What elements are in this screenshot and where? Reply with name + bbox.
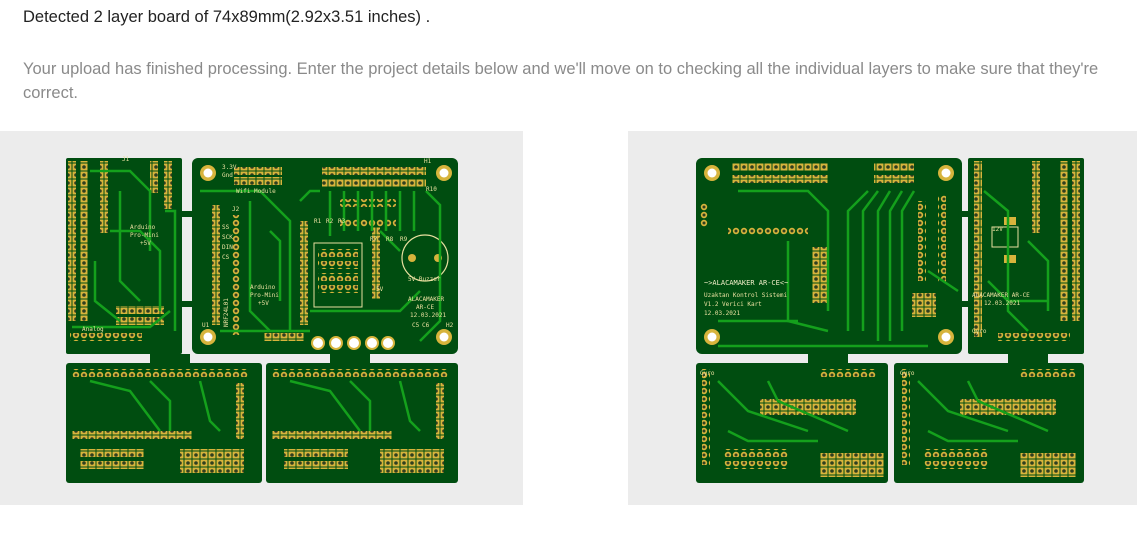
silk-h2: H2 — [446, 322, 454, 329]
silk-bottom-line2: V1.2 Verici Kart — [704, 301, 762, 308]
bottom-layer-board-image: ~>ALACAMAKER AR-CE<~ Uzaktan Kontrol Sis… — [696, 158, 1084, 483]
instructions-text: Your upload has finished processing. Ent… — [23, 60, 1099, 102]
silk-model: AR-CE — [416, 304, 434, 311]
silk-bottom-brand-small: ALACAMAKER AR-CE — [972, 292, 1030, 299]
silk-bottom-date: 12.03.2021 — [704, 310, 741, 317]
bottom-layer-preview: ~>ALACAMAKER AR-CE<~ Uzaktan Kontrol Sis… — [628, 131, 1137, 505]
board-section-left-top — [66, 158, 182, 354]
silk-brand: ALACAMAKER — [408, 296, 445, 303]
detected-board-text: Detected 2 layer board of 74x89mm(2.92x3… — [23, 8, 431, 26]
bottom-board-right — [968, 158, 1084, 354]
silk-c6: C6 — [422, 322, 430, 329]
silk-c5: C5 — [412, 322, 420, 329]
silk-5v-1: +5V — [140, 240, 151, 247]
silk-sck: SCK — [222, 234, 233, 241]
silk-5v-2: +5V — [258, 300, 269, 307]
silk-r9: R9 — [400, 236, 408, 243]
silk-bottom-gyro-3: Gyro — [900, 370, 915, 377]
silk-date: 12.03.2021 — [410, 312, 447, 319]
silk-h1: H1 — [424, 158, 432, 165]
silk-5v: 5V — [376, 286, 384, 293]
silk-r3: R3 — [338, 218, 346, 225]
top-layer-preview: Arduino Pro-Mini +5V Arduino Pro-Mini +5… — [0, 131, 523, 505]
silk-r1: R1 — [314, 218, 322, 225]
silk-bottom-line1: Uzaktan Kontrol Sistemi — [704, 292, 787, 299]
mounting-hole-icon — [200, 165, 452, 345]
silk-pro-mini-1: Pro-Mini — [130, 232, 159, 239]
silk-33v: 3.3V — [222, 164, 237, 171]
silk-nrf: NRF24L01 — [223, 298, 230, 327]
silk-bottom-brand: ~>ALACAMAKER AR-CE<~ — [704, 279, 788, 287]
silk-bottom-12v: 12V — [992, 226, 1003, 233]
silk-arduino-2: Arduino — [250, 284, 276, 291]
silk-bottom-gyro-2: Gyro — [700, 370, 715, 377]
silk-analog: Analog — [82, 326, 104, 333]
silk-r7: R7 — [370, 236, 378, 243]
bottom-mounting-hole-icon — [704, 165, 954, 345]
silk-arduino-1: Arduino — [130, 224, 156, 231]
silk-j1: J1 — [122, 156, 130, 163]
silk-r10: R10 — [426, 186, 437, 193]
silk-u1: U1 — [202, 322, 210, 329]
silk-ss: SS — [222, 224, 230, 231]
silk-wifi: Wifi Module — [236, 188, 276, 195]
silk-bottom-gyro: Gyro — [972, 328, 987, 335]
top-layer-board-image: Arduino Pro-Mini +5V Arduino Pro-Mini +5… — [66, 156, 458, 483]
silk-din: DIN — [222, 244, 233, 251]
silk-bottom-date-small: 12.03.2021 — [984, 300, 1021, 307]
silk-buzzer: 5V Buzzer — [408, 276, 441, 283]
silk-r8: R8 — [386, 236, 394, 243]
silk-pro-mini-2: Pro-Mini — [250, 292, 279, 299]
silk-gnd: Gnd — [222, 172, 233, 179]
silk-cs: CS — [222, 254, 230, 261]
silk-r2: R2 — [326, 218, 334, 225]
silk-j2: J2 — [232, 206, 240, 213]
